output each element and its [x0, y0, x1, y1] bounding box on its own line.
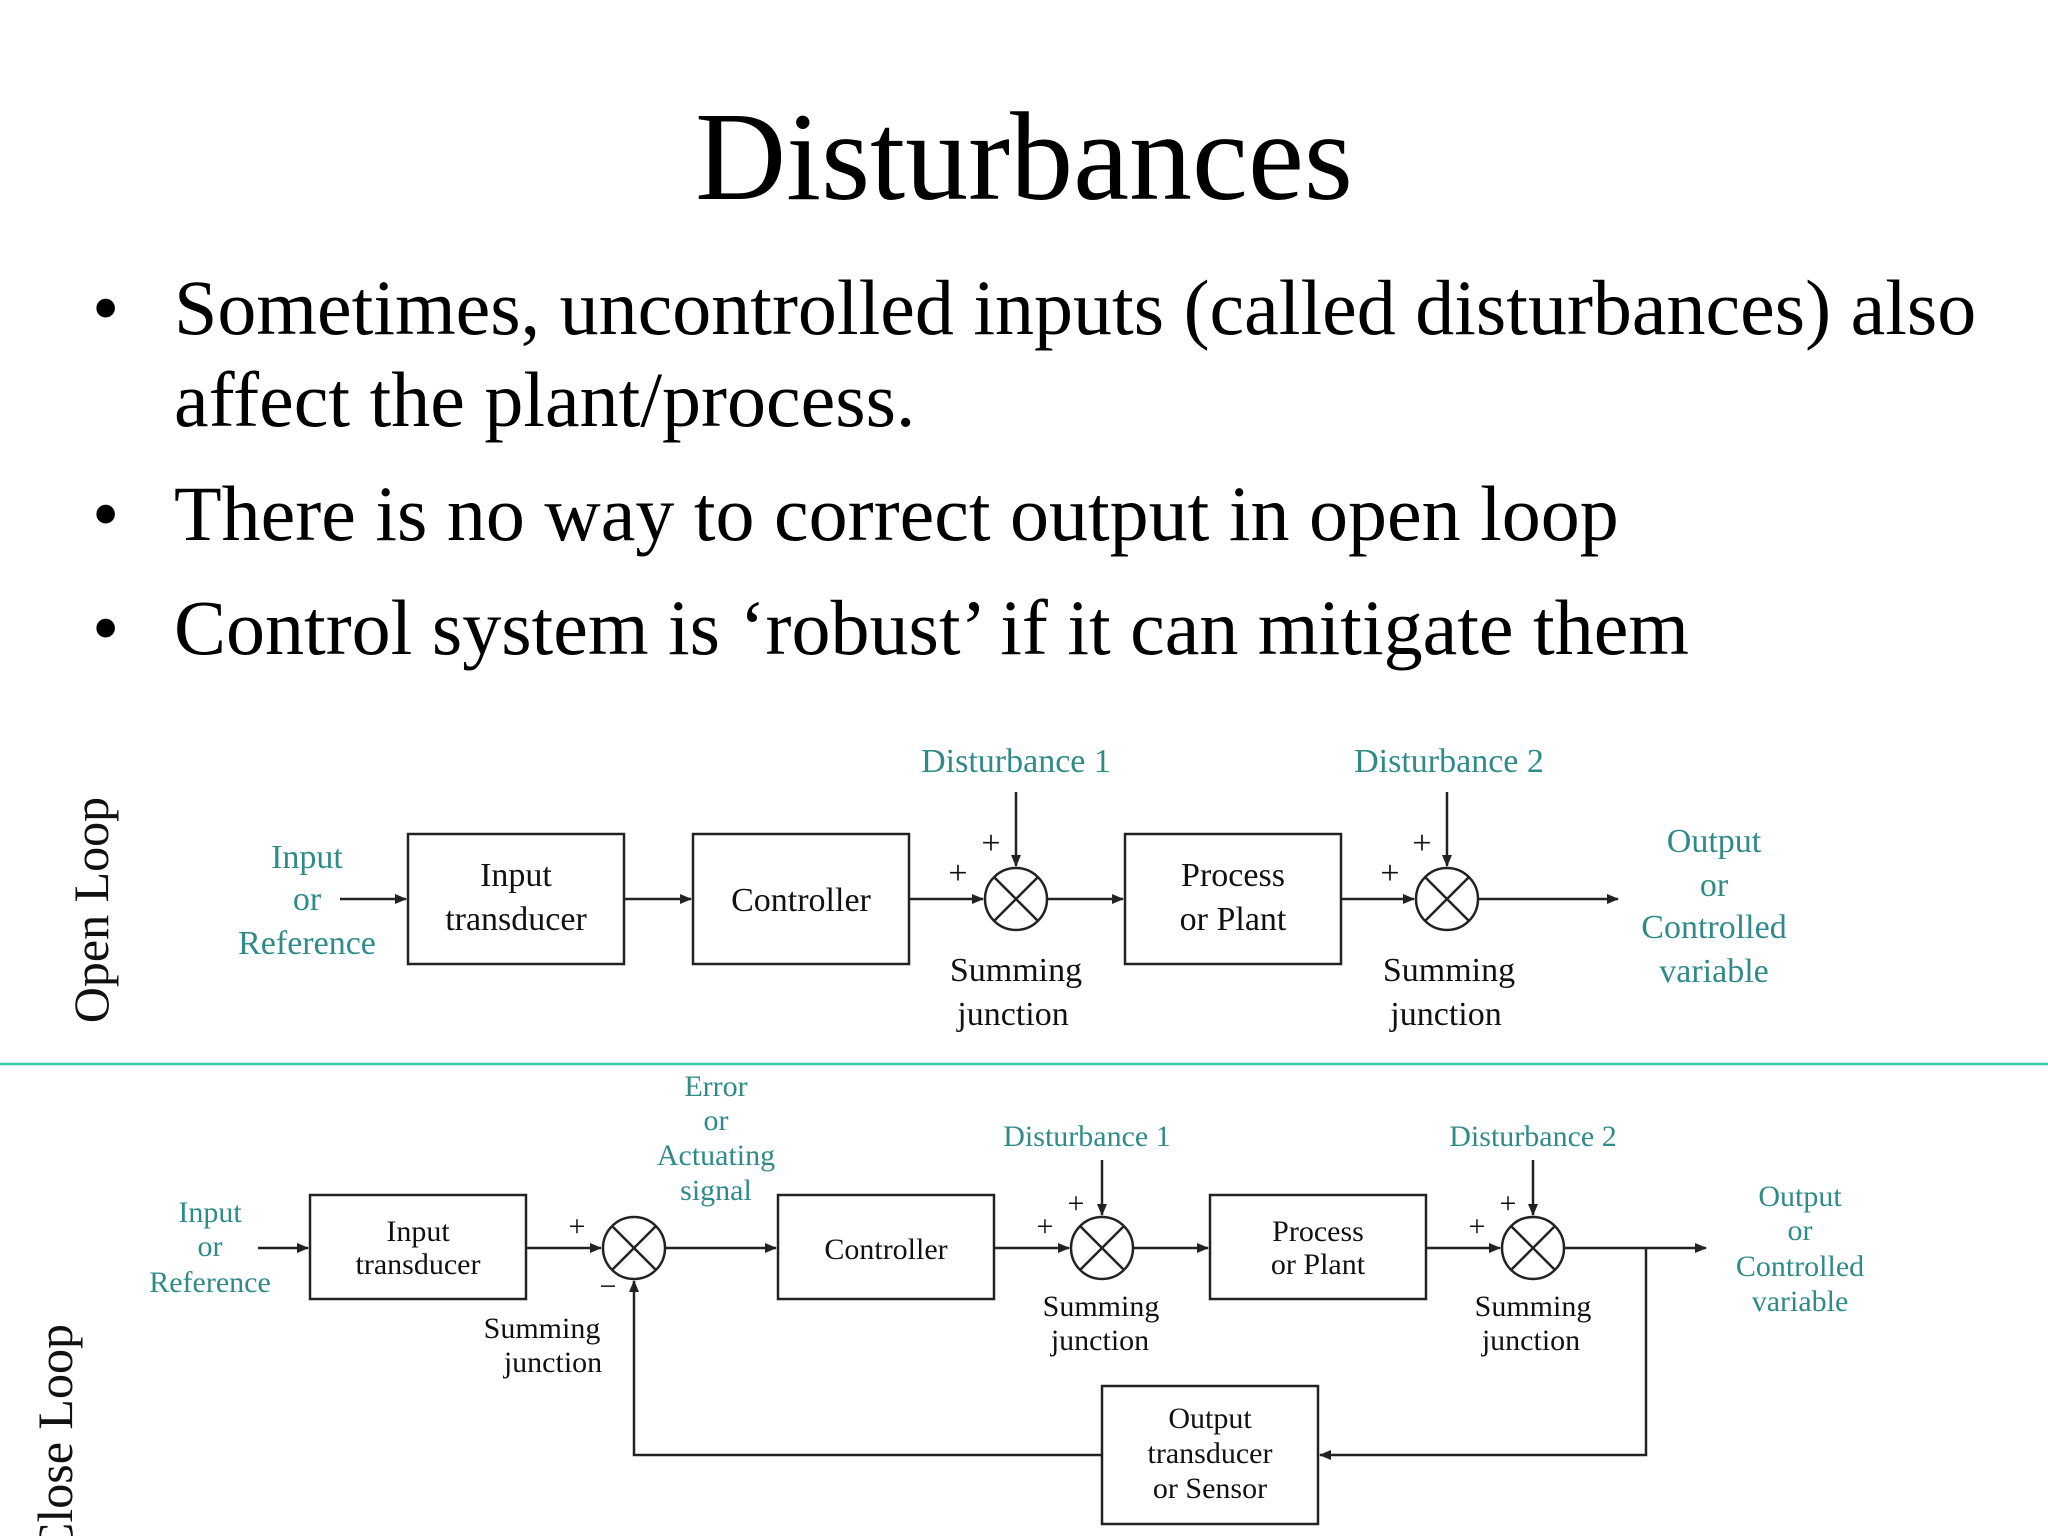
open-input-transducer-text: Input	[480, 857, 552, 894]
close-summing-junction-error-label: Summing	[484, 1312, 601, 1345]
close-input-transducer-text: Input	[386, 1215, 450, 1248]
open-summing-junction-2-label: Summing	[1383, 952, 1515, 989]
open-controller-text: Controller	[731, 882, 871, 919]
close-disturbance-1-label: Disturbance 1	[1003, 1120, 1170, 1153]
close-output-label: Controlled	[1736, 1250, 1864, 1283]
close-sensor-text: Output	[1168, 1402, 1252, 1435]
close-summing-junction-2-label: Summing	[1475, 1290, 1592, 1323]
close-error-label: signal	[680, 1174, 752, 1207]
close-process-text: Process	[1272, 1215, 1364, 1248]
open-output-label: variable	[1659, 953, 1769, 990]
open-input-label: Reference	[238, 925, 376, 962]
close-error-label: Error	[684, 1070, 747, 1103]
close-loop-side-label: Close Loop	[27, 1324, 83, 1536]
close-output-label: variable	[1752, 1285, 1849, 1318]
close-summing-junction-1-label: junction	[1050, 1324, 1149, 1357]
open-sum1-plus-left: +	[948, 855, 967, 892]
close-disturbance-2-label: Disturbance 2	[1449, 1120, 1616, 1153]
bullet-dot: •	[92, 470, 120, 557]
close-controller-text: Controller	[824, 1233, 947, 1266]
close-sum1-plus-top: +	[1068, 1187, 1085, 1220]
open-summing-junction-2-label: junction	[1389, 996, 1501, 1033]
open-process-text: or Plant	[1180, 901, 1287, 938]
bullet-text: There is no way to correct output in ope…	[174, 470, 1619, 557]
close-error-label: or	[704, 1104, 729, 1137]
open-output-label: Controlled	[1641, 909, 1786, 946]
close-summing-junction-2-label: junction	[1481, 1324, 1580, 1357]
close-feedback-to-sensor	[1319, 1248, 1648, 1460]
close-summing-junction-1	[1069, 1215, 1135, 1281]
open-summing-junction-1-label: Summing	[950, 952, 1082, 989]
close-sensor-text: transducer	[1148, 1437, 1273, 1470]
close-sum-plus: +	[569, 1210, 586, 1243]
open-process-text: Process	[1181, 857, 1285, 894]
close-sensor-text: or Sensor	[1153, 1472, 1267, 1505]
bullet-text: Control system is ‘robust’ if it can mit…	[174, 584, 1689, 671]
close-feedback-to-sum	[629, 1280, 1102, 1457]
block-diagrams: Open Loop Input or Reference Input trans…	[0, 720, 2048, 1536]
close-output-label: or	[1788, 1214, 1813, 1247]
slide-title: Disturbances	[695, 88, 1353, 227]
close-summing-junction-1-label: Summing	[1043, 1290, 1160, 1323]
close-input-label: Reference	[149, 1266, 271, 1299]
close-input-transducer-text: transducer	[356, 1248, 481, 1281]
open-sum2-plus-top: +	[1412, 825, 1431, 862]
close-summing-junction-2	[1500, 1215, 1566, 1281]
open-output-label: Output	[1667, 823, 1762, 860]
bullet-list: • Sometimes, uncontrolled inputs (called …	[92, 262, 1992, 696]
bullet-dot: •	[92, 584, 120, 671]
close-input-label: or	[198, 1230, 223, 1263]
close-sum2-plus-top: +	[1500, 1187, 1517, 1220]
open-input-label: Input	[271, 839, 343, 876]
close-sum1-plus-left: +	[1037, 1210, 1054, 1243]
open-disturbance-1-label: Disturbance 1	[921, 743, 1111, 780]
close-input-label: Input	[178, 1196, 242, 1229]
bullet-item: • Control system is ‘robust’ if it can mi…	[92, 582, 1992, 674]
close-error-label: Actuating	[657, 1139, 775, 1172]
close-summing-junction-error-label: junction	[503, 1346, 602, 1379]
open-summing-junction-1	[983, 866, 1049, 932]
close-output-label: Output	[1758, 1180, 1842, 1213]
close-sum-minus: −	[600, 1270, 617, 1303]
close-sum2-plus-left: +	[1469, 1210, 1486, 1243]
diagram-svg: Open Loop Input or Reference Input trans…	[0, 743, 2048, 1536]
open-sum1-plus-top: +	[981, 825, 1000, 862]
close-loop-diagram	[258, 1160, 1707, 1526]
close-loop-labels: Close Loop Input or Reference Input tran…	[27, 1070, 1864, 1536]
open-process-box	[1123, 832, 1343, 966]
open-loop-side-label: Open Loop	[63, 797, 119, 1023]
open-disturbance-2-label: Disturbance 2	[1354, 743, 1544, 780]
open-summing-junction-1-label: junction	[956, 996, 1068, 1033]
open-input-label: or	[293, 881, 322, 918]
open-output-label: or	[1700, 867, 1729, 904]
bullet-item: • Sometimes, uncontrolled inputs (called …	[92, 262, 1992, 446]
bullet-item: • There is no way to correct output in op…	[92, 468, 1992, 560]
bullet-text: Sometimes, uncontrolled inputs (called d…	[174, 264, 1977, 443]
open-loop-labels: Open Loop Input or Reference Input trans…	[63, 743, 1787, 1033]
open-sum2-plus-left: +	[1380, 855, 1399, 892]
open-input-transducer-box	[406, 832, 626, 966]
open-loop-diagram	[340, 792, 1619, 966]
bullet-dot: •	[92, 264, 120, 351]
open-summing-junction-2	[1414, 866, 1480, 932]
close-process-text: or Plant	[1271, 1248, 1366, 1281]
open-input-transducer-text: transducer	[445, 901, 587, 938]
